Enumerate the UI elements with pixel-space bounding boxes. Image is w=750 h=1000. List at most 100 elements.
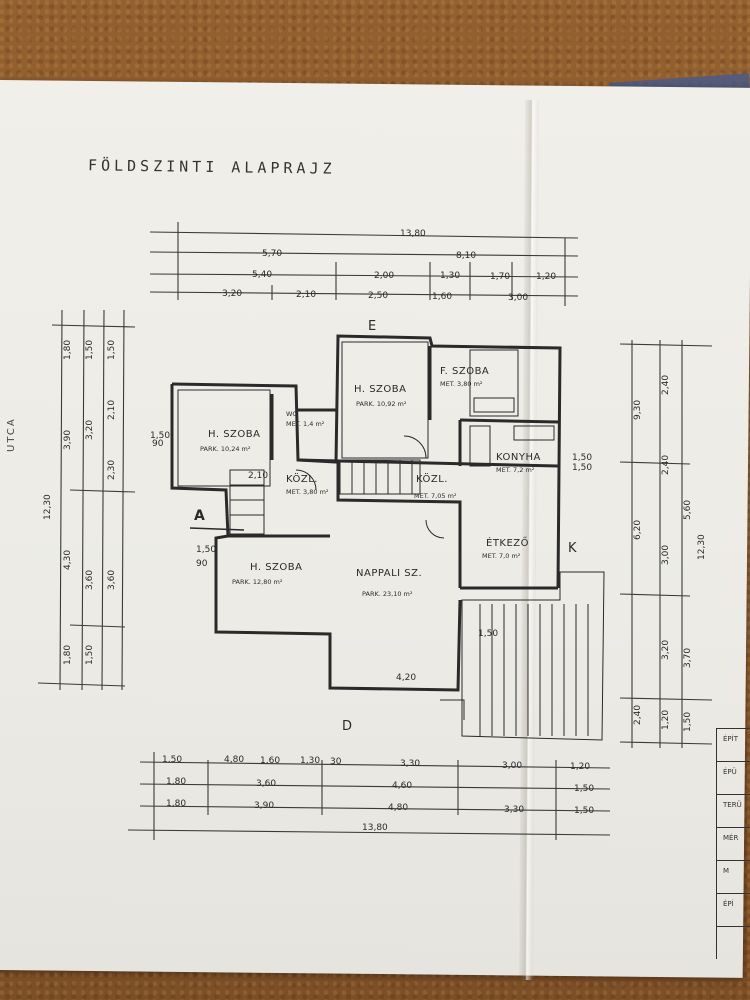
dim-label: 3,90 xyxy=(254,801,274,811)
dim-line-top-2 xyxy=(149,273,579,278)
room-floor: MET. 7,2 m² xyxy=(496,466,535,474)
kitchen-counter xyxy=(469,425,491,467)
dim-label: 2,10 xyxy=(248,471,268,481)
room-floor: PARK. 10,92 m² xyxy=(356,400,407,408)
dim-label: 5,60 xyxy=(683,500,693,520)
title-block: ÉPÍT ÉPÜ TERÜ MÉR M ÉPÍ xyxy=(716,728,750,959)
dim-label: 1,20 xyxy=(661,710,671,730)
dim-label: 1,50 xyxy=(574,806,594,816)
dim-label: 3,60 xyxy=(107,570,117,590)
dim-label: 1,30 xyxy=(440,271,460,281)
dim-label: 3,00 xyxy=(508,293,528,303)
room-name: F. SZOBA xyxy=(440,366,489,377)
dim-label: 1,20 xyxy=(536,272,556,282)
dim-label: 1,50 xyxy=(196,545,216,555)
dim-label: 2,50 xyxy=(368,291,388,301)
dim-label: 4,20 xyxy=(396,673,416,683)
staircase-left xyxy=(229,469,265,535)
room-floor: MET. 7,05 m² xyxy=(414,492,457,500)
dim-label: 1,80 xyxy=(63,645,73,665)
dim-line-top-total xyxy=(149,231,579,239)
dim-label: 1,50 xyxy=(478,629,498,639)
dim-label: 2,00 xyxy=(374,271,394,281)
dim-label: 3,20 xyxy=(661,640,671,660)
dim-line-top-3 xyxy=(149,291,579,297)
title-block-cell: TERÜ xyxy=(717,795,750,828)
section-label: A xyxy=(194,508,205,524)
dim-label: 2,40 xyxy=(633,705,643,725)
room-name: NAPPALI SZ. xyxy=(356,568,422,579)
dim-label: 13,80 xyxy=(400,229,426,239)
dim-label: 4,80 xyxy=(388,803,408,813)
dim-label: 1,50 xyxy=(572,453,592,463)
dim-label: 2,40 xyxy=(661,375,671,395)
dim-label: 1,80 xyxy=(63,340,73,360)
dim-label: 1,50 xyxy=(107,340,117,360)
section-marker xyxy=(189,527,245,531)
dim-label: 2,10 xyxy=(107,400,117,420)
dim-line-bottom-1 xyxy=(139,761,611,769)
dim-line-left-total xyxy=(59,309,63,691)
title-block-cell: ÉPÜ xyxy=(717,762,750,795)
compass-mark: K xyxy=(568,541,577,556)
dim-label: 1,60 xyxy=(260,756,280,766)
compass-mark: D xyxy=(342,719,352,734)
dim-label: 5,40 xyxy=(252,270,272,280)
room-name: KÖZL. xyxy=(416,472,448,485)
dim-label: 3,60 xyxy=(85,570,95,590)
dim-label: 1,30 xyxy=(300,756,320,766)
dim-label: 12,30 xyxy=(43,494,53,520)
dim-label: 1,50 xyxy=(85,340,95,360)
dim-label: 1,50 xyxy=(162,755,182,765)
title-block-cell: M xyxy=(717,861,750,894)
dim-label: 1,50 xyxy=(85,645,95,665)
dim-label: 6,20 xyxy=(633,520,643,540)
dim-label: 1,50 xyxy=(683,712,693,732)
room-name: WC xyxy=(286,410,297,418)
dim-label: 1,70 xyxy=(490,272,510,282)
door-swing xyxy=(403,435,427,459)
dim-label: 3,00 xyxy=(502,761,522,771)
dim-label: 3,70 xyxy=(683,648,693,668)
dim-label: 1,50 xyxy=(572,463,592,473)
dim-label: 4,60 xyxy=(392,781,412,791)
room-floor: MET. 7,0 m² xyxy=(482,552,521,560)
dim-label: 12,30 xyxy=(697,534,707,560)
dim-label: 3,30 xyxy=(504,805,524,815)
room-name: KÖZL. xyxy=(286,472,318,485)
dim-label: 2,10 xyxy=(296,290,316,300)
room-floor: PARK. 23,10 m² xyxy=(362,590,413,598)
dim-label: 90 xyxy=(196,559,208,569)
dim-label: 1,50 xyxy=(574,784,594,794)
dim-label: 1,50 xyxy=(150,431,170,441)
room-name: H. SZOBA xyxy=(208,429,260,440)
room-name: KONYHA xyxy=(496,452,541,463)
title-block-cell: ÉPÍ xyxy=(717,894,750,927)
room-name: H. SZOBA xyxy=(250,562,302,573)
staircase-main xyxy=(339,459,421,495)
room-name: ÉTKEZŐ xyxy=(486,535,529,549)
bathroom-fixtures xyxy=(469,349,519,417)
dim-label: 4,30 xyxy=(63,550,73,570)
room-floor: PARK. 10,24 m² xyxy=(200,445,251,453)
room-floor: MET. 1,4 m² xyxy=(286,420,325,428)
dim-label: 1,20 xyxy=(570,762,590,772)
dim-label: 4,80 xyxy=(224,755,244,765)
terrace xyxy=(461,571,605,741)
dim-label: 3,60 xyxy=(256,779,276,789)
wall-south xyxy=(170,384,462,692)
dim-label: 3,00 xyxy=(661,545,671,565)
dim-label: 1,80 xyxy=(166,799,186,809)
room-floor: MET. 3,80 m² xyxy=(440,380,483,388)
dim-label: 1,80 xyxy=(166,777,186,787)
room-name: H. SZOBA xyxy=(354,384,406,395)
dim-line-bottom-total xyxy=(127,829,611,836)
dim-label: 3,20 xyxy=(85,420,95,440)
dim-line-top-1 xyxy=(149,251,579,257)
dim-label: 3,20 xyxy=(222,289,242,299)
dim-label: 13,80 xyxy=(362,823,388,833)
compass-mark: E xyxy=(368,319,376,334)
dim-label: 5,70 xyxy=(262,249,282,259)
dim-label: 1,60 xyxy=(432,292,452,302)
